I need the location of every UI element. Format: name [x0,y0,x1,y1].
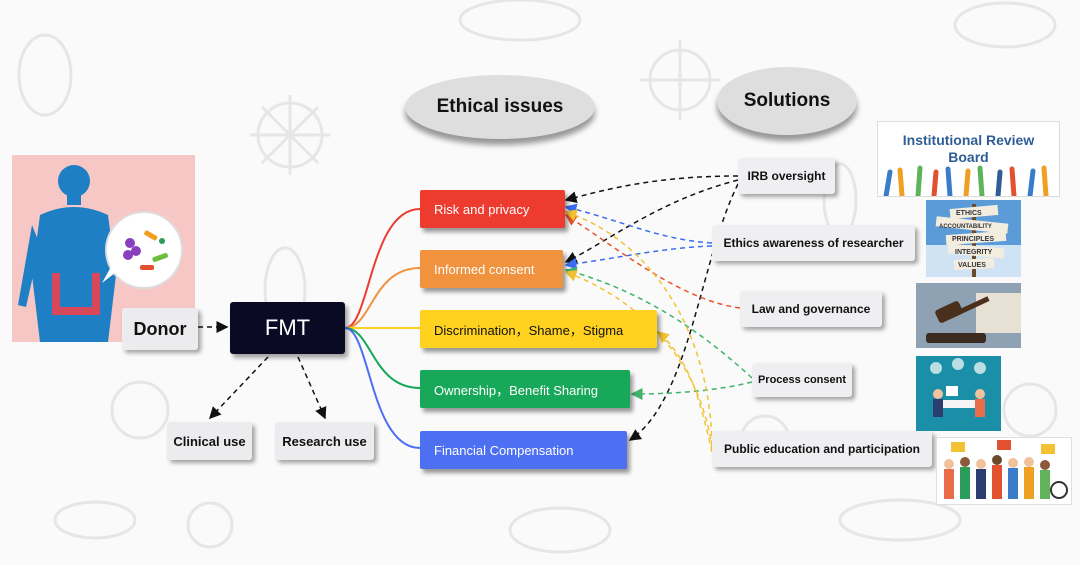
arrow-public-risk [564,209,713,446]
arrow-public-discrimination [656,331,713,453]
arrow-fmt-research [297,356,327,420]
crowd-icon [944,440,1068,499]
irb-image: Institutional Review Board [877,121,1060,197]
issue-discrimination: Discrimination，Shame，Stigma [420,310,657,348]
research-use-label: Research use [275,422,374,460]
public-participation-image [936,437,1072,505]
branch-risk [344,208,421,329]
sign-accountability: ACCOUNTABILITY [939,224,992,230]
arrow-fmt-clinical [208,356,269,420]
arrow-irb-risk [564,175,739,204]
signpost-icon: ETHICS ACCOUNTABILITY PRINCIPLES INTEGRI… [926,204,1021,277]
arrow-irb-financial [628,183,739,441]
sign-ethics: ETHICS [956,210,982,217]
donor-illustration [12,155,195,342]
arrow-process-consent [564,266,753,379]
ethics-signpost-image: ETHICS ACCOUNTABILITY PRINCIPLES INTEGRI… [926,200,1021,277]
issue-informed-consent: Informed consent [420,250,563,288]
arrow-ethics-risk [564,203,713,244]
ethical-issues-heading: Ethical issues [405,75,595,139]
issue-financial-compensation: Financial Compensation [420,431,627,469]
meeting-icon [930,358,986,417]
solution-law-governance: Law and governance [740,291,882,327]
solutions-heading: Solutions [717,67,857,135]
issue-risk-privacy: Risk and privacy [420,190,565,228]
process-consent-image [916,356,1001,431]
gavel-icon [916,283,1021,348]
issue-ownership: Ownership，Benefit Sharing [420,370,630,408]
donor-silhouette-icon [18,165,183,342]
donor-label: Donor [122,308,198,350]
solution-public-education: Public education and participation [712,431,932,467]
arrow-process-ownership [630,381,753,400]
irb-image-line1: Institutional Review [902,132,1035,148]
sign-integrity: INTEGRITY [955,249,993,256]
solution-irb-oversight: IRB oversight [738,158,835,194]
irb-image-line2: Board [948,149,989,165]
arrow-public-consent [564,270,713,449]
solution-process-consent: Process consent [752,363,852,397]
sign-principles: PRINCIPLES [952,236,994,243]
raised-hands-icon [883,165,1049,196]
arrow-ethics-consent [564,245,713,270]
clinical-use-label: Clinical use [167,422,252,460]
fmt-box: FMT [230,302,345,354]
branch-consent [344,267,421,329]
sign-values: VALUES [958,262,986,269]
branch-financial [344,327,421,449]
gavel-image [916,283,1021,348]
arrow-irb-consent [564,179,739,263]
arrow-law-risk [564,214,741,309]
branch-ownership [344,327,421,389]
solution-ethics-awareness: Ethics awareness of researcher [712,225,915,261]
